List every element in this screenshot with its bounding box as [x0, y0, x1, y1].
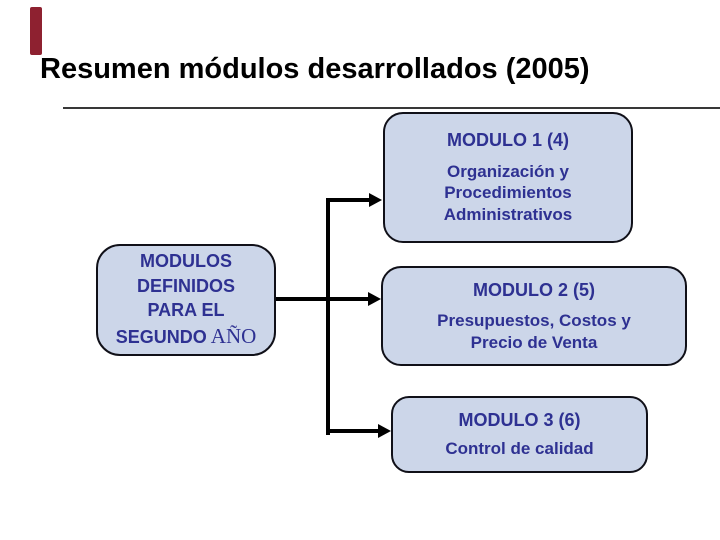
module-box-3: MODULO 3 (6) Control de calidad — [391, 396, 648, 473]
module-box-1: MODULO 1 (4) Organización y Procedimient… — [383, 112, 633, 243]
left-box-line: MODULOS — [139, 251, 232, 272]
page-title: Resumen módulos desarrollados (2005) — [40, 53, 590, 85]
module-body-line: Presupuestos, Costos y — [437, 311, 631, 330]
left-box-line: SEGUNDO AÑO — [116, 322, 257, 350]
title-underline — [63, 107, 720, 109]
left-box-line: DEFINIDOS — [136, 275, 235, 296]
module-heading: MODULO 3 (6) — [458, 410, 581, 431]
arrow-right-icon — [368, 292, 381, 306]
left-box-line: PARA EL — [147, 299, 225, 320]
module-body-line: Control de calidad — [445, 438, 594, 458]
arrow-right-icon — [378, 424, 391, 438]
left-box-modulos-definidos: MODULOS DEFINIDOS PARA EL SEGUNDO AÑO — [96, 244, 276, 356]
connector-left-to-trunk — [273, 297, 370, 301]
module-body-line: Procedimientos — [444, 183, 572, 203]
connector-trunk — [326, 198, 330, 435]
module-heading: MODULO 2 (5) — [472, 279, 595, 300]
connector-branch-top — [326, 198, 370, 202]
left-box-line-serif-part: AÑO — [206, 324, 257, 349]
module-body-line: Administrativos — [443, 205, 573, 225]
arrow-right-icon — [369, 193, 382, 207]
module-body-line: Precio de Venta — [470, 332, 598, 352]
module-box-2: MODULO 2 (5) Presupuestos, Costos y Prec… — [381, 266, 687, 366]
module-heading: MODULO 1 (4) — [446, 130, 569, 151]
module-body-line: Organización y — [447, 161, 569, 181]
accent-bar — [30, 7, 42, 55]
left-box-line-bold-part: SEGUNDO — [115, 327, 207, 348]
connector-branch-bottom — [326, 429, 380, 433]
